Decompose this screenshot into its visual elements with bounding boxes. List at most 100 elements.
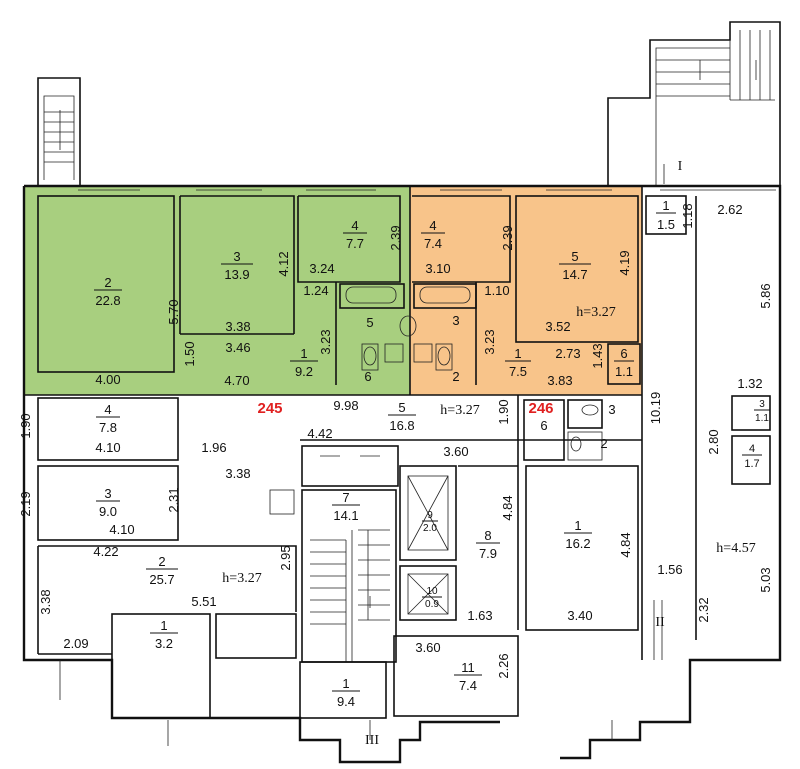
dim-1-90: 1.90 xyxy=(18,413,33,438)
dim-5-03: 5.03 xyxy=(758,567,773,592)
dim-10-19: 10.19 xyxy=(648,392,663,425)
room-9-num: 9 xyxy=(427,510,433,521)
dim-2-39-b: 2.39 xyxy=(500,225,515,250)
dim-4-84-b: 4.84 xyxy=(618,532,633,557)
room-10-num: 10 xyxy=(426,586,438,597)
section-I-label: I xyxy=(678,159,683,174)
dim-1-96: 1.96 xyxy=(201,440,226,455)
dim-2-95: 2.95 xyxy=(278,545,293,570)
room-4-right-num: 4 xyxy=(749,443,755,455)
apartment-246-area xyxy=(410,186,642,395)
dim-3-40: 3.40 xyxy=(567,608,592,623)
walls xyxy=(22,21,782,764)
section-III-label: III xyxy=(365,733,379,748)
room-3-right-num: 3 xyxy=(759,399,765,410)
dim-3-60-b: 3.60 xyxy=(415,640,440,655)
dim-4-70: 4.70 xyxy=(224,373,249,388)
room-2-west-num: 2 xyxy=(158,554,165,569)
dim-1-43: 1.43 xyxy=(590,343,605,368)
room-6-246-num: 6 xyxy=(620,346,627,361)
dim-1-24: 1.24 xyxy=(303,283,328,298)
room-1-246-num: 1 xyxy=(514,346,521,361)
dim-9-98: 9.98 xyxy=(333,398,358,413)
room-7-num: 7 xyxy=(342,490,349,505)
room-2-area: 22.8 xyxy=(95,293,120,308)
room-9-area: 2.0 xyxy=(423,523,437,534)
dim-3-38-c: 3.38 xyxy=(38,589,53,614)
room-1-num: 1 xyxy=(300,346,307,361)
dim-2-80: 2.80 xyxy=(706,429,721,454)
dim-4-10: 4.10 xyxy=(95,440,120,455)
height-east: h=4.57 xyxy=(716,541,755,556)
dim-1-50: 1.50 xyxy=(182,341,197,366)
room-1-mid-area: 9.4 xyxy=(337,694,355,709)
room-1-east-num: 1 xyxy=(574,518,581,533)
dim-3-10: 3.10 xyxy=(425,261,450,276)
room-3-num: 3 xyxy=(233,249,240,264)
room-4-num: 4 xyxy=(351,218,358,233)
dim-1-63: 1.63 xyxy=(467,608,492,623)
room-5-num: 5 xyxy=(366,315,373,330)
room-4-246-num: 4 xyxy=(429,218,436,233)
dim-3-83: 3.83 xyxy=(547,373,572,388)
dim-3-38: 3.38 xyxy=(225,319,250,334)
height-246: h=3.27 xyxy=(576,305,615,320)
dim-2-19: 2.19 xyxy=(18,491,33,516)
dim-4-12: 4.12 xyxy=(276,251,291,276)
room-2-rt-num: 2 xyxy=(600,436,607,451)
section-II-label: II xyxy=(655,615,665,630)
dim-4-84: 4.84 xyxy=(500,495,515,520)
room-5-246-area: 14.7 xyxy=(562,267,587,282)
dim-3-46: 3.46 xyxy=(225,340,250,355)
room-7-area: 14.1 xyxy=(333,508,358,523)
dim-1-56: 1.56 xyxy=(657,562,682,577)
room-11-area: 7.4 xyxy=(459,678,477,693)
room-8-area: 7.9 xyxy=(479,546,497,561)
room-5-corr-area: 16.8 xyxy=(389,418,414,433)
room-3-west-num: 3 xyxy=(104,486,111,501)
room-1-east-area: 16.2 xyxy=(565,536,590,551)
room-1-right-area: 1.5 xyxy=(657,217,675,232)
room-11-num: 11 xyxy=(461,660,475,675)
apartment-246-label: 246 xyxy=(528,400,553,417)
dim-2-39: 2.39 xyxy=(388,225,403,250)
room-3-area: 13.9 xyxy=(224,267,249,282)
dim-2-73: 2.73 xyxy=(555,346,580,361)
room-6-246-area: 1.1 xyxy=(615,364,633,379)
dim-1-90-b: 1.90 xyxy=(496,399,511,424)
room-1-right-num: 1 xyxy=(662,198,669,213)
dim-3-23-b: 3.23 xyxy=(482,329,497,354)
room-2-west-area: 25.7 xyxy=(149,572,174,587)
room-6-rt-num: 6 xyxy=(540,418,547,433)
dim-2-32: 2.32 xyxy=(696,597,711,622)
apartment-245-area xyxy=(24,186,410,395)
room-4-246-area: 7.4 xyxy=(424,236,442,251)
room-10-area: 0.9 xyxy=(425,599,439,610)
room-1-area: 9.2 xyxy=(295,364,313,379)
dim-2-31: 2.31 xyxy=(166,487,181,512)
room-6-num: 6 xyxy=(364,369,371,384)
apartment-245-label: 245 xyxy=(257,400,282,417)
dim-2-09: 2.09 xyxy=(63,636,88,651)
height-west: h=3.27 xyxy=(222,571,261,586)
dim-4-10-b: 4.10 xyxy=(109,522,134,537)
dim-1-10: 1.10 xyxy=(484,283,509,298)
room-1-bot-num: 1 xyxy=(160,618,167,633)
dim-5-70: 5.70 xyxy=(166,299,181,324)
room-2-246-num: 2 xyxy=(452,369,459,384)
room-3-246-num: 3 xyxy=(452,313,459,328)
dim-3-23: 3.23 xyxy=(318,329,333,354)
dim-2-26: 2.26 xyxy=(496,653,511,678)
room-4-west-area: 7.8 xyxy=(99,420,117,435)
room-1-246-area: 7.5 xyxy=(509,364,527,379)
room-3-west-area: 9.0 xyxy=(99,504,117,519)
dim-1-32: 1.32 xyxy=(737,376,762,391)
dim-4-22: 4.22 xyxy=(93,544,118,559)
room-8-num: 8 xyxy=(484,528,491,543)
dim-4-00: 4.00 xyxy=(95,372,120,387)
height-corridor: h=3.27 xyxy=(440,403,479,418)
dim-2-62: 2.62 xyxy=(717,202,742,217)
room-4-area: 7.7 xyxy=(346,236,364,251)
dim-3-38-b: 3.38 xyxy=(225,466,250,481)
